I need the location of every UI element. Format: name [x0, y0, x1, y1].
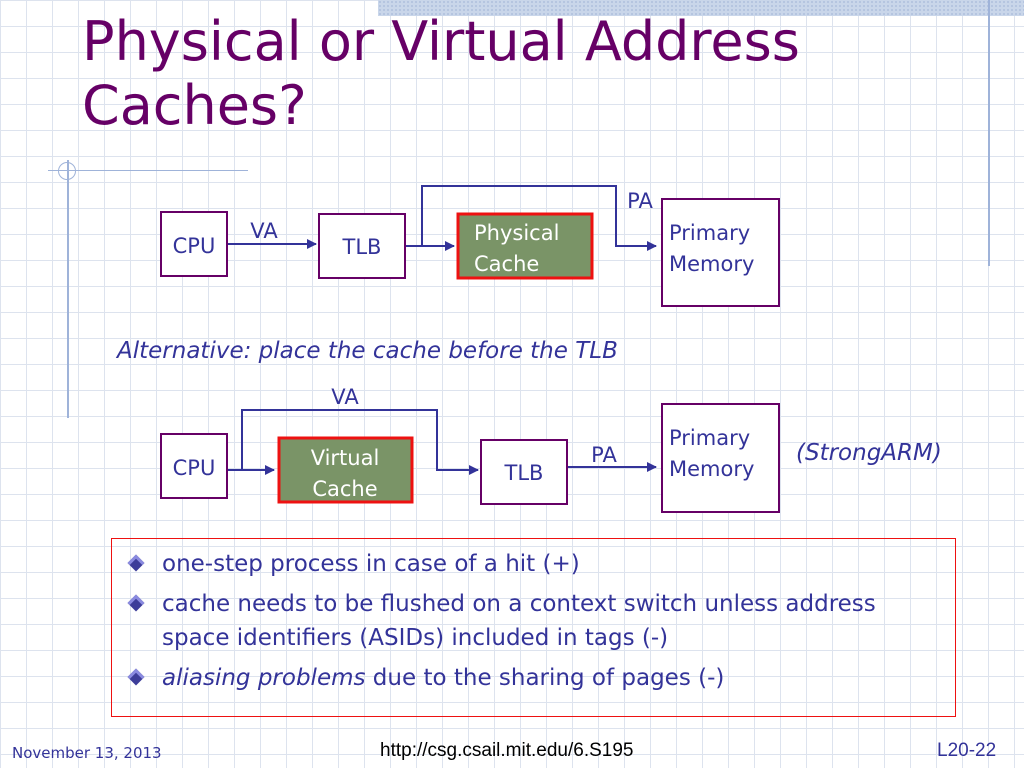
tlb-box — [318, 213, 406, 279]
footer-date: November 13, 2013 — [12, 744, 162, 762]
bullet-item-flush: cache needs to be flushed on a context s… — [126, 587, 946, 655]
diamond-bullet-icon — [127, 594, 145, 612]
virtual-cache-label-line2: Cache — [312, 477, 377, 501]
strongarm-note: (StrongARM) — [796, 440, 942, 466]
pa-label: PA — [627, 189, 653, 213]
decorative-vertical-line-left — [67, 160, 69, 418]
footer-url: http://csg.csail.mit.edu/6.S195 — [380, 740, 634, 761]
tlb-label-2: TLB — [504, 461, 544, 485]
physical-cache-label-line1: Physical — [474, 221, 559, 245]
cpu-label-2: CPU — [173, 456, 216, 480]
virtual-cache-box — [277, 436, 414, 504]
tlb-label: TLB — [342, 235, 382, 259]
primary-memory-label-2-line2: Memory — [669, 457, 754, 481]
physical-cache-box — [456, 212, 594, 280]
decorative-band — [378, 0, 1024, 16]
primary-memory-label-line1: Primary — [669, 221, 750, 245]
primary-memory-label-line2: Memory — [669, 252, 754, 276]
pa-label-2: PA — [591, 443, 617, 467]
slide-title-line1: Physical or Virtual Address — [82, 10, 800, 73]
diamond-bullet-icon — [127, 554, 145, 572]
primary-memory-box — [661, 198, 780, 307]
primary-memory-box-2 — [661, 403, 780, 513]
bullet-list: one-step process in case of a hit (+) ca… — [126, 547, 946, 701]
slide-title: Physical or Virtual Address Caches? — [82, 10, 800, 138]
bullet-text: one-step process in case of a hit (+) — [162, 551, 580, 577]
bullet-item-aliasing: aliasing problems due to the sharing of … — [126, 661, 946, 695]
tlb-box-2 — [480, 439, 568, 505]
bullet-box: one-step process in case of a hit (+) ca… — [111, 538, 956, 717]
decorative-vertical-line-right — [988, 0, 990, 266]
decorative-horizontal-line — [48, 170, 248, 171]
decorative-circle-icon — [58, 162, 76, 180]
footer-page-number: L20-22 — [937, 740, 997, 761]
bullet-text: due to the sharing of pages (-) — [365, 665, 725, 691]
bullet-item-one-step: one-step process in case of a hit (+) — [126, 547, 946, 581]
cpu-label: CPU — [173, 234, 216, 258]
pa-bypass-arrow — [421, 185, 657, 251]
diamond-bullet-icon — [127, 668, 145, 686]
bullet-text: cache needs to be flushed on a context s… — [162, 591, 876, 651]
diagram-physical-cache: CPU VA TLB PA Physical Cache Primary Mem… — [160, 185, 780, 307]
physical-cache-label-line2: Cache — [474, 252, 539, 276]
virtual-cache-label-line1: Virtual — [311, 446, 380, 470]
cpu-box-2 — [160, 433, 228, 499]
primary-memory-label-2-line1: Primary — [669, 426, 750, 450]
va-label-2: VA — [331, 385, 359, 409]
diagram-virtual-cache: CPU VA Virtual Cache TLB PA Primary Memo… — [160, 385, 780, 513]
cpu-box — [160, 211, 228, 277]
alternative-caption: Alternative: place the cache before the … — [117, 338, 618, 364]
slide-title-line2: Caches? — [82, 74, 307, 137]
bullet-text-emphasis: aliasing problems — [162, 665, 366, 691]
va-label: VA — [250, 219, 278, 243]
va-bypass-arrow — [241, 409, 479, 475]
